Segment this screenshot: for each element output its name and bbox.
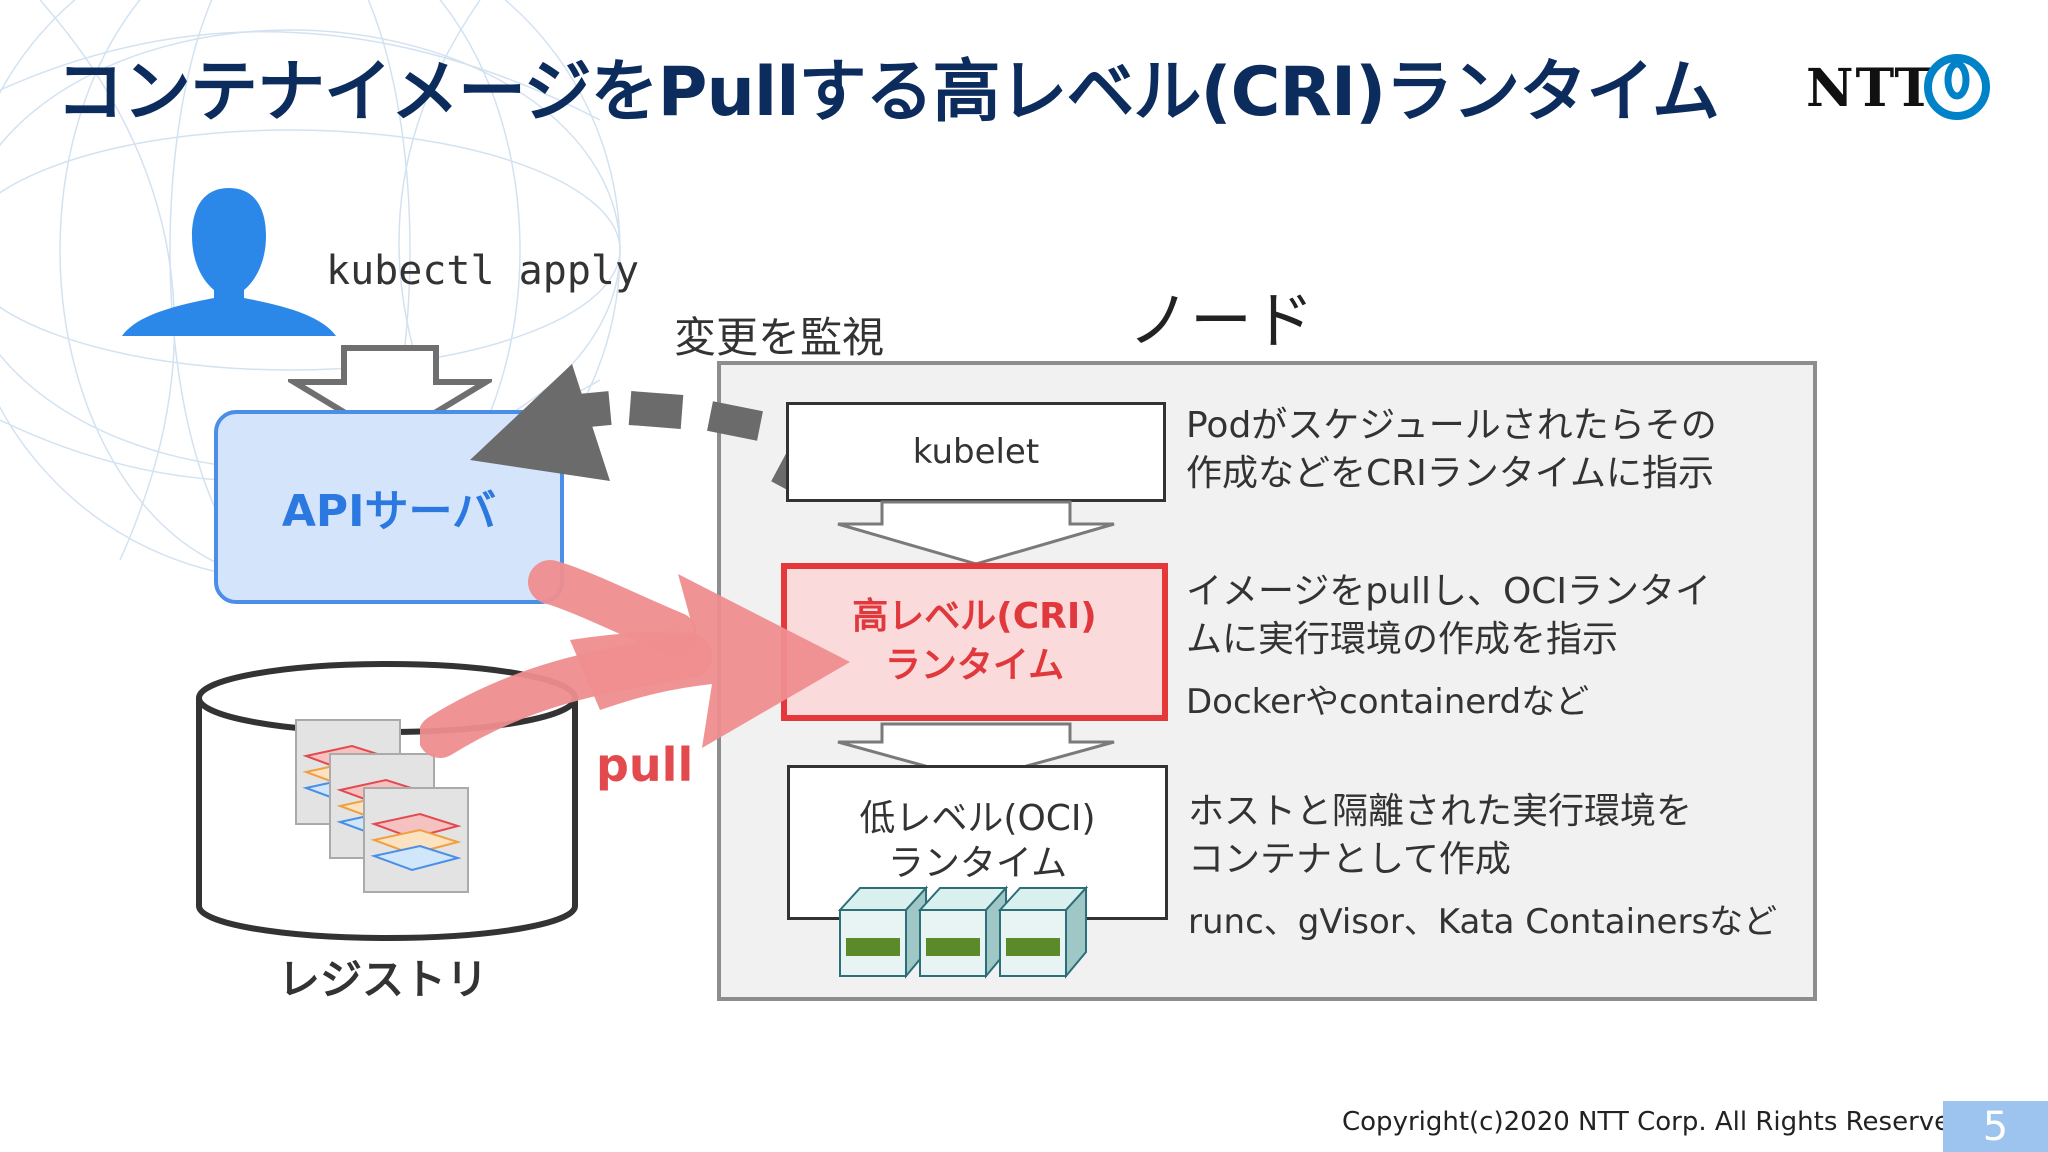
high-level-description: イメージをpullし、OCIランタイ ムに実行環境の作成を指示 [1186,568,1711,664]
kubectl-command: kubectl apply [326,248,640,294]
low-level-examples: runc、gVisor、Kata Containersなど [1188,902,1778,942]
pull-arrow [420,560,850,758]
api-server-label: APIサーバ [281,486,497,537]
container-image-stack-icon [295,719,469,893]
low-level-desc-line: ホストと隔離された実行環境を [1188,791,1693,832]
watch-arrow [470,364,804,491]
container-boxes-icon [837,885,1089,979]
watch-label: 変更を監視 [674,313,885,362]
ntt-logo-text: NTT [1806,58,1936,119]
user-silhouette-icon [122,188,336,336]
kubelet-label: kubelet [912,432,1040,472]
copyright-text: Copyright(c)2020 NTT Corp. All Rights Re… [1342,1107,1975,1137]
ntt-swirl-logo-icon [1924,54,1990,120]
low-level-description: ホストと隔離された実行環境を コンテナとして作成 [1188,788,1692,884]
high-level-examples: Dockerやcontainerdなど [1186,682,1590,722]
pull-label: pull [596,738,694,792]
kubelet-to-high-arrow [837,500,1115,566]
kubelet-description: Podがスケジュールされたらその 作成などをCRIランタイムに指示 [1186,402,1717,498]
kubelet-desc-line: 作成などをCRIランタイムに指示 [1186,453,1715,494]
low-level-desc-line: コンテナとして作成 [1188,839,1511,880]
kubelet-box: kubelet [786,402,1166,502]
page-number: 5 [1943,1101,2048,1152]
page-number-text: 5 [1982,1103,2009,1150]
low-level-label-line: ランタイム [887,843,1068,884]
high-level-label-line: 高レベル(CRI) [852,596,1097,638]
kubelet-desc-line: Podがスケジュールされたらその [1186,405,1717,446]
node-label: ノード [1128,284,1315,357]
registry-label: レジストリ [278,955,489,1004]
high-level-label-line: ランタイム [884,645,1065,686]
high-to-low-arrow [837,722,1115,782]
low-level-label-line: 低レベル(OCI) [859,798,1096,839]
slide-title: コンテナイメージをPullする高レベル(CRI)ランタイム [56,53,1720,132]
high-level-desc-line: イメージをpullし、OCIランタイ [1186,571,1712,612]
high-level-desc-line: ムに実行環境の作成を指示 [1186,619,1619,660]
